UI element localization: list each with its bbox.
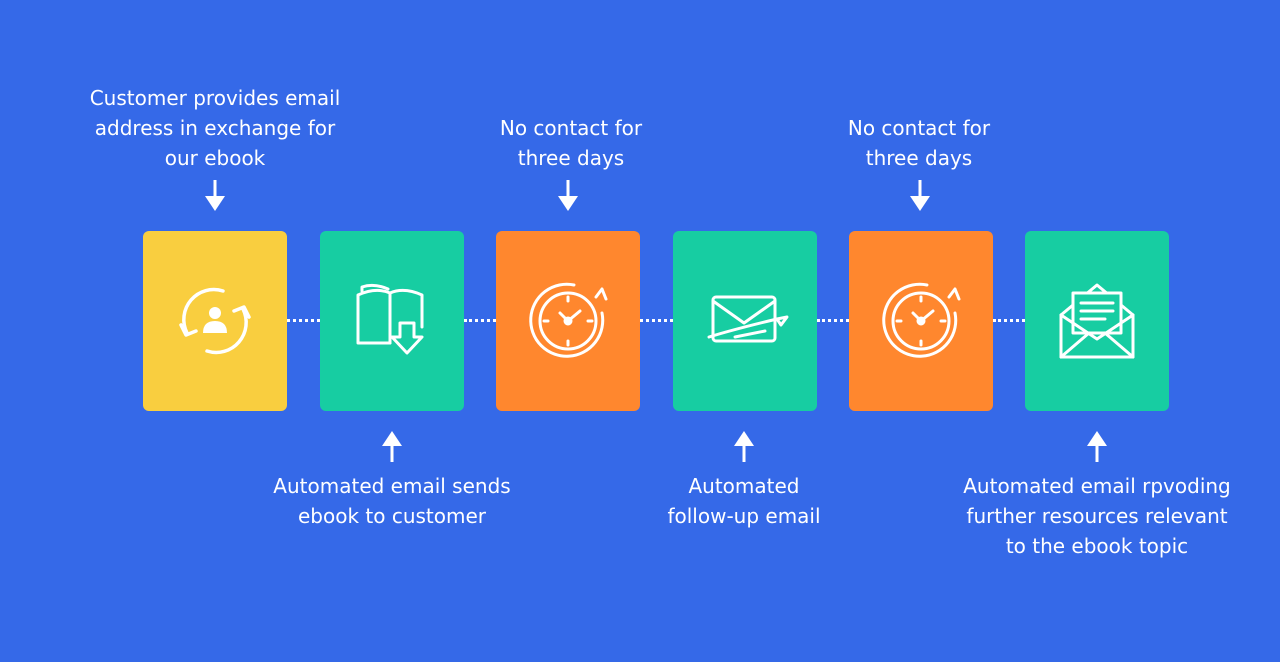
step-2-label: Automated email sends ebook to customer — [273, 474, 511, 528]
email-send-icon — [707, 295, 789, 343]
step-3-box — [496, 231, 640, 411]
clock-icon — [529, 282, 608, 358]
step-1-box — [143, 231, 287, 411]
down-arrow-icon — [910, 180, 930, 211]
connector-3 — [640, 319, 673, 322]
step-2-box — [320, 231, 464, 411]
up-arrow-icon — [382, 431, 402, 462]
step-5-label: No contact for three days — [847, 116, 991, 170]
connector-2 — [464, 319, 496, 322]
step-4-label: Automated follow-up email — [667, 474, 821, 528]
clock-icon — [882, 282, 961, 358]
open-email-icon — [1059, 283, 1135, 359]
user-refresh-icon — [179, 287, 251, 355]
connector-5 — [993, 319, 1025, 322]
step-5-box — [849, 231, 993, 411]
step-6-label: Automated email rpvoding further resourc… — [963, 474, 1231, 558]
connector-4 — [817, 319, 849, 322]
step-6-box — [1025, 231, 1169, 411]
step-3-label: No contact for three days — [499, 116, 643, 170]
ebook-download-icon — [356, 283, 424, 355]
connector-1 — [287, 319, 320, 322]
step-4-box — [673, 231, 817, 411]
down-arrow-icon — [558, 180, 578, 211]
step-1-label: Customer provides email address in excha… — [89, 86, 341, 170]
up-arrow-icon — [734, 431, 754, 462]
up-arrow-icon — [1087, 431, 1107, 462]
down-arrow-icon — [205, 180, 225, 211]
